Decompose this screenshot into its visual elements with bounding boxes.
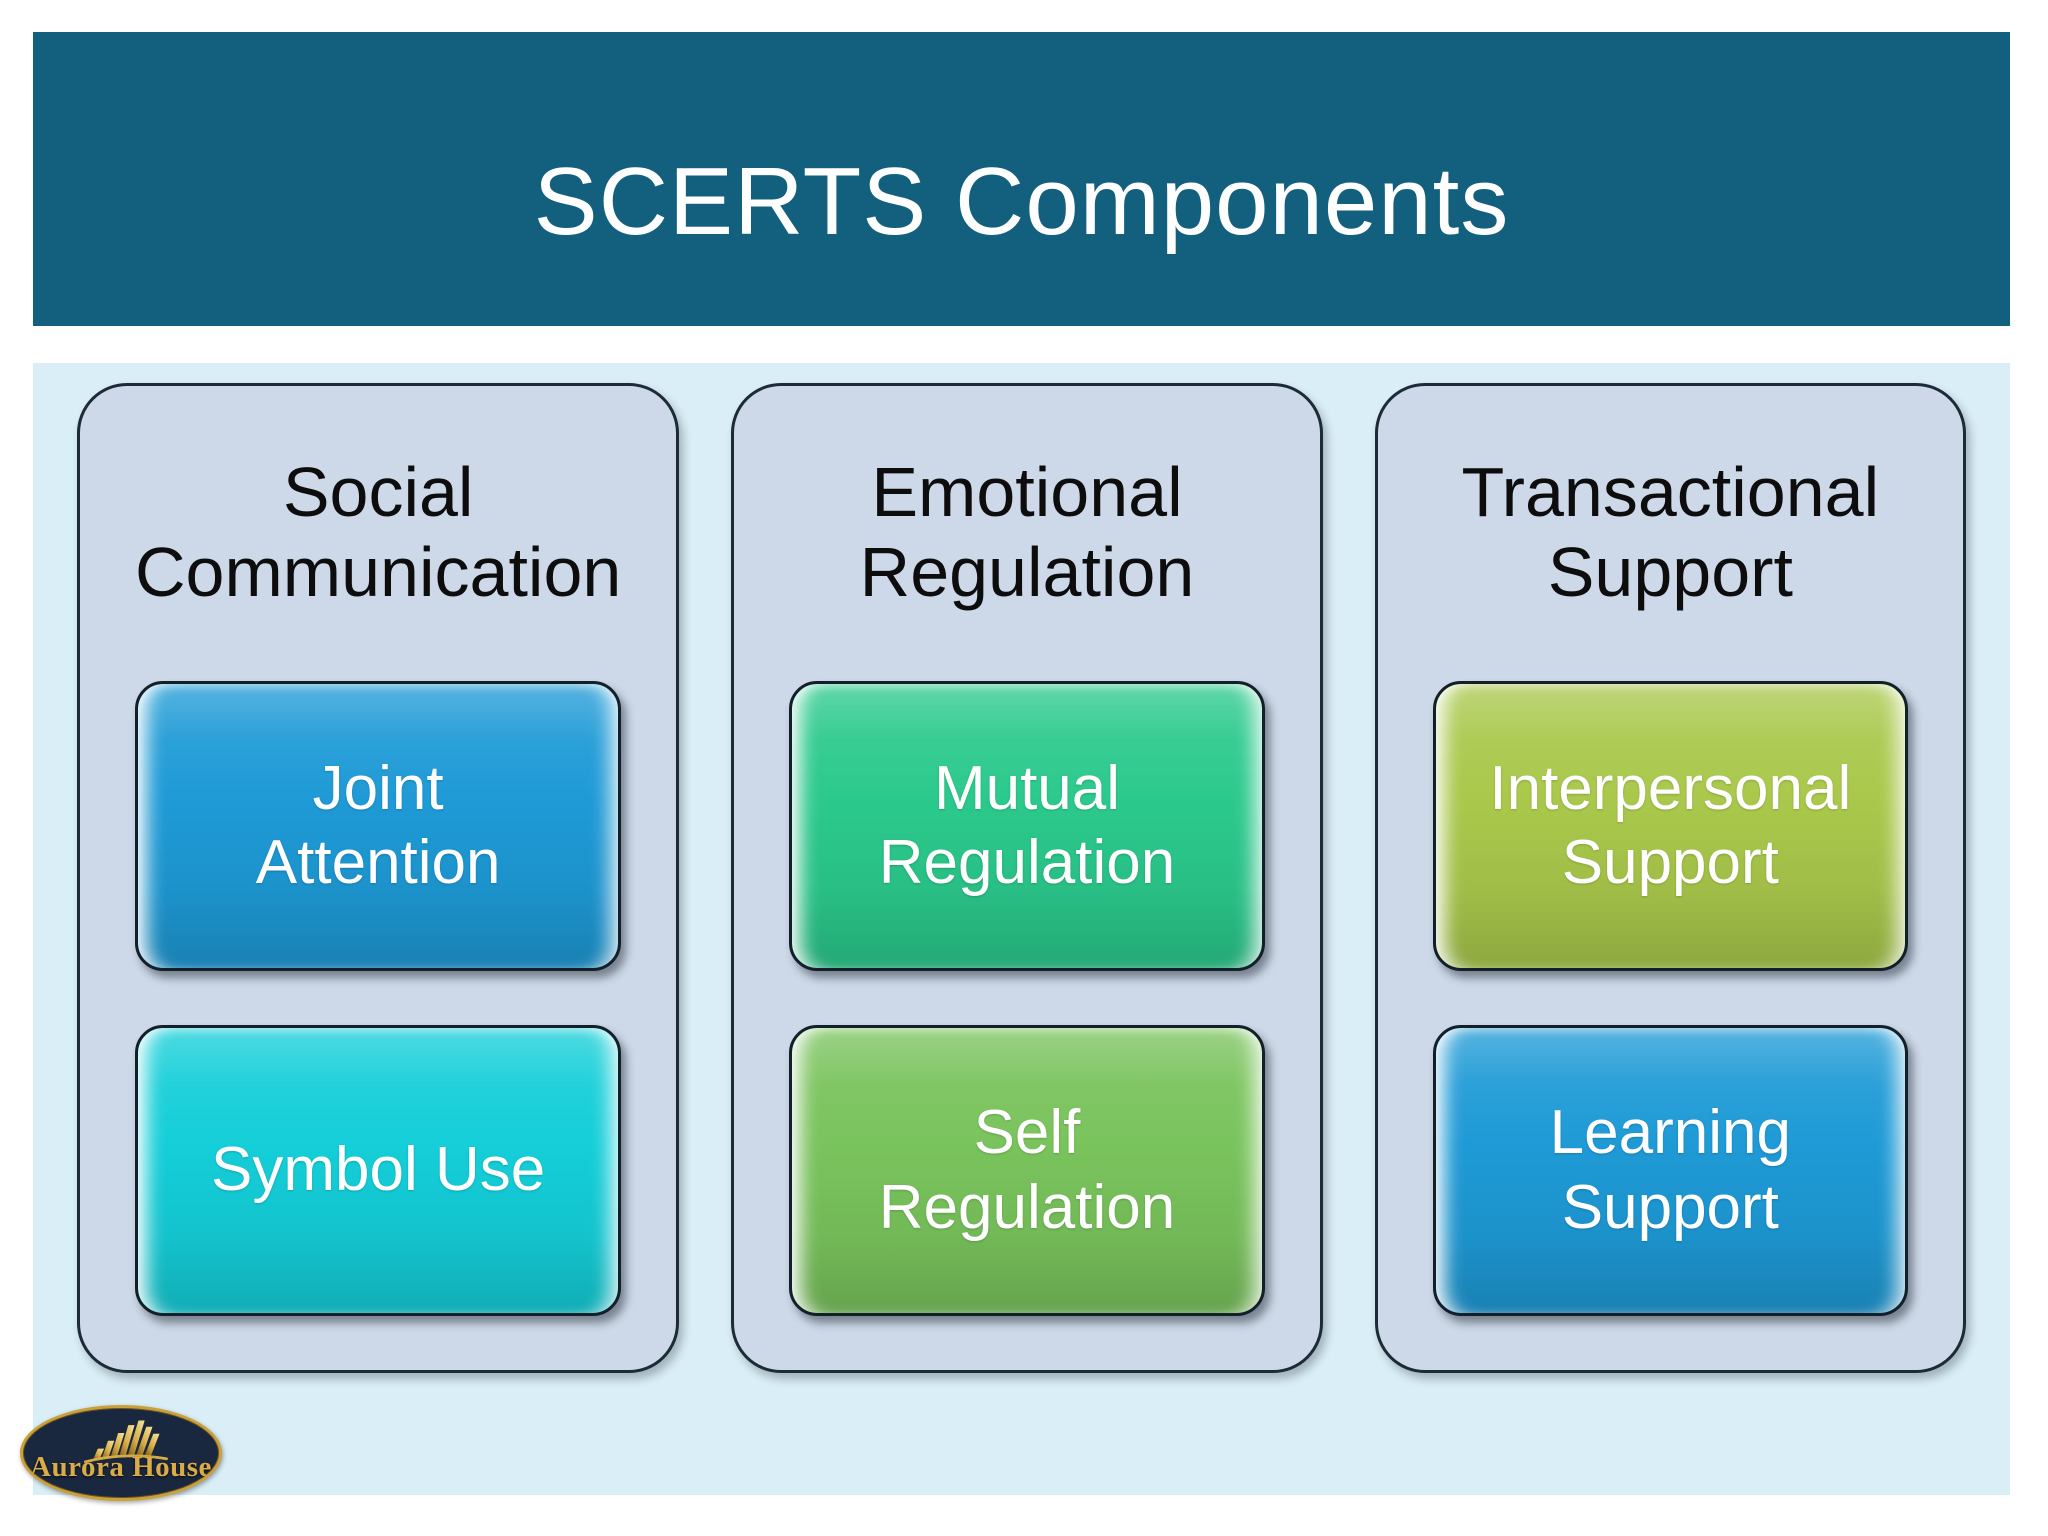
logo-text: Aurora House: [30, 1451, 212, 1483]
gold-fan-icon: [83, 1420, 168, 1464]
box-label: Learning Support: [1549, 1098, 1791, 1242]
box-label: Self Regulation: [878, 1098, 1176, 1242]
title-bar: SCERTS Components: [33, 32, 2010, 326]
box-label: Symbol Use: [211, 1135, 546, 1205]
page-title: SCERTS Components: [533, 148, 1510, 255]
panel-heading: Social Communication: [135, 453, 622, 612]
panel-social-communication: Social Communication Joint Attention Sym…: [77, 383, 680, 1373]
box-label: Interpersonal Support: [1489, 753, 1852, 897]
box-learning-support: Learning Support: [1432, 1025, 1908, 1317]
box-mutual-regulation: Mutual Regulation: [789, 680, 1265, 972]
box-interpersonal-support: Interpersonal Support: [1432, 680, 1908, 972]
box-self-regulation: Self Regulation: [789, 1025, 1265, 1317]
content-area: Social Communication Joint Attention Sym…: [33, 363, 2010, 1495]
box-label: Mutual Regulation: [878, 753, 1176, 897]
box-symbol-use: Symbol Use: [135, 1025, 622, 1317]
box-label: Joint Attention: [255, 753, 501, 897]
aurora-house-logo: Aurora House: [20, 1405, 222, 1501]
panel-heading: Emotional Regulation: [859, 453, 1195, 612]
panel-transactional-support: Transactional Support Interpersonal Supp…: [1374, 383, 1966, 1373]
box-joint-attention: Joint Attention: [135, 680, 622, 972]
panel-heading: Transactional Support: [1461, 453, 1880, 612]
panel-emotional-regulation: Emotional Regulation Mutual Regulation S…: [731, 383, 1323, 1373]
